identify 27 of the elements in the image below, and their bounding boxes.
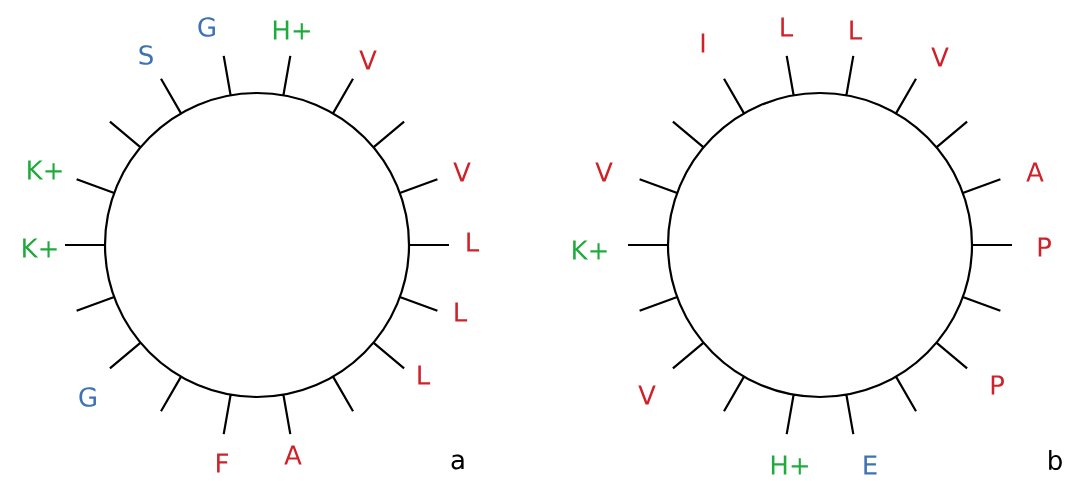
panel-letter: a <box>451 454 464 470</box>
residue-label: P <box>1038 237 1051 257</box>
residue-label: L <box>850 20 863 40</box>
residue-label: H+ <box>771 455 808 475</box>
residue-label: K+ <box>23 238 57 258</box>
residue-label: E <box>864 455 877 475</box>
residue-label: L <box>781 17 794 37</box>
residue-label: F <box>217 453 228 473</box>
residue-label: V <box>359 50 377 70</box>
residue-label: S <box>139 45 153 65</box>
residue-label: K+ <box>28 160 62 180</box>
residue-label: V <box>931 47 949 67</box>
residue-label: I <box>701 33 705 53</box>
residue-label: L <box>467 232 480 252</box>
residue-label: A <box>1026 162 1044 182</box>
residue-label: L <box>418 365 431 385</box>
residue-label: G <box>79 387 96 407</box>
residue-label: G <box>198 17 215 37</box>
residue-label: V <box>638 385 656 405</box>
residue-label: K+ <box>573 240 607 260</box>
residue-label: V <box>453 162 471 182</box>
residue-label: V <box>595 162 613 182</box>
residue-label: A <box>284 445 302 465</box>
residue-label: H+ <box>273 20 310 40</box>
residue-label: P <box>991 375 1004 395</box>
residue-label: L <box>455 302 468 322</box>
panel-letter: b <box>1049 449 1062 471</box>
